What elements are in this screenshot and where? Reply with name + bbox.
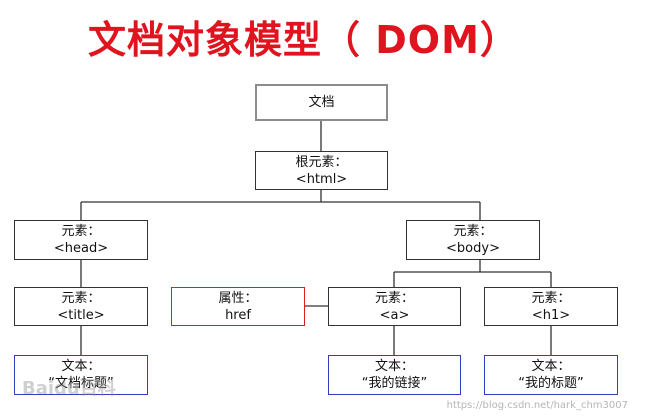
node-head-type: 元素： <box>61 224 101 239</box>
node-text-h1-type: 文本： <box>531 359 571 374</box>
node-a-tag: <a> <box>379 307 410 323</box>
node-a-type: 元素： <box>374 290 414 306</box>
node-h1-type: 元素： <box>531 290 571 306</box>
watermark-url: https://blog.csdn.net/hark_chm3007 <box>446 400 628 411</box>
node-text-link-type: 文本： <box>374 359 414 374</box>
node-text-link: 文本： “我的链接” <box>328 355 461 395</box>
node-text-h1-value: “我的标题” <box>518 376 584 391</box>
node-text-title-type: 文本： <box>61 359 101 374</box>
node-attribute-type: 属性： <box>218 290 258 306</box>
node-title-type: 元素： <box>61 290 101 306</box>
node-document-label: 文档 <box>308 95 335 110</box>
node-body-tag: <body> <box>446 241 500 256</box>
node-root-tag: <html> <box>295 171 348 187</box>
node-h1-element: 元素： <h1> <box>484 287 618 326</box>
node-root-type: 根元素： <box>295 154 348 170</box>
node-h1-tag: <h1> <box>531 307 571 323</box>
node-text-title: 文本： “文档标题” <box>14 355 148 395</box>
node-text-link-value: “我的链接” <box>361 376 428 391</box>
node-body-element: 元素： <body> <box>406 220 540 260</box>
node-body-type: 元素： <box>453 224 493 239</box>
page-title: 文档对象模型（ DOM） <box>88 18 519 62</box>
node-text-h1: 文本： “我的标题” <box>484 355 618 395</box>
node-text-title-value: “文档标题” <box>48 376 114 391</box>
node-attribute-href: 属性： href <box>171 287 305 326</box>
node-title-tag: <title> <box>57 307 105 323</box>
node-head-tag: <head> <box>53 241 109 256</box>
node-head-element: 元素： <head> <box>14 220 148 260</box>
node-attribute-name: href <box>225 307 251 323</box>
watermark-baidu: Baidu百科 <box>22 378 116 399</box>
node-root-element: 根元素： <html> <box>255 151 388 190</box>
node-title-element: 元素： <title> <box>14 287 148 326</box>
node-a-element: 元素： <a> <box>328 287 461 326</box>
node-document: 文档 <box>255 84 388 121</box>
